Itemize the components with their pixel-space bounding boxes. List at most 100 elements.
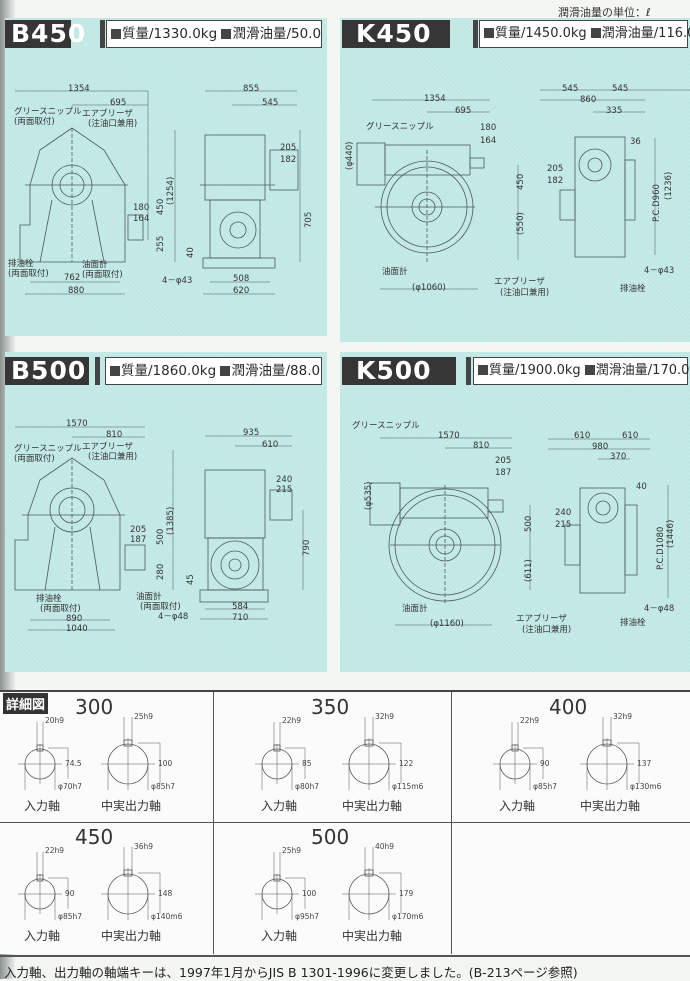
oil-b450: 潤滑油量/50.0: [232, 26, 322, 42]
model-title-b450: B450: [5, 20, 85, 48]
divider-bar: [95, 357, 100, 385]
mass-b450: 質量/1330.0kg: [122, 26, 218, 42]
bullet-square-icon: [590, 28, 601, 38]
dimension-label-b450: グリースニップル: [14, 107, 82, 117]
dimension-label-b500: 810: [106, 430, 123, 440]
dimension-label-k450: 335: [606, 106, 623, 116]
spec-box-b500: 質量/1860.0kg 潤滑油量/88.0: [105, 357, 322, 385]
oil-unit-note: 潤滑油量の単位：ℓ: [558, 6, 651, 19]
output-key-width: 40h9: [375, 842, 395, 851]
output-shaft-label: 中実出力軸: [342, 799, 403, 813]
input-shaft-diameter: φ80h7: [295, 782, 320, 791]
dimension-label-b500: 4－φ48: [158, 612, 189, 622]
dimension-label-k450: 545: [562, 84, 579, 94]
output-shaft-label: 中実出力軸: [101, 799, 162, 813]
panel-b500: [5, 352, 327, 672]
dimension-label-k500: 40: [636, 482, 647, 492]
dimension-label-b450: 1354: [68, 84, 90, 94]
dimension-label-k500: グリースニップル: [352, 421, 420, 431]
b500-side-view: [199, 435, 304, 620]
dimension-label-k450: グリースニップル: [366, 122, 434, 132]
output-shaft-label: 中実出力軸: [101, 929, 162, 943]
dimension-label-b450: 164: [133, 214, 150, 224]
dimension-label-k450: 36: [630, 137, 641, 147]
dimension-label-k450: (注油口兼用): [500, 288, 550, 298]
bullet-square-icon: [220, 366, 231, 376]
input-shaft-label: 入力軸: [261, 799, 298, 813]
input-shaft-label: 入力軸: [261, 929, 298, 943]
dimension-label-b450: (両面取付): [14, 117, 55, 127]
divider-bar: [466, 357, 471, 385]
detail-divider: [0, 822, 690, 823]
dimension-label-b500: 215: [276, 485, 293, 495]
dimension-label-k500: 810: [473, 441, 490, 451]
input-key-width: 22h9: [282, 716, 302, 725]
dimension-label-k450: 4－φ43: [644, 266, 675, 276]
output-shaft-label: 中実出力軸: [580, 799, 641, 813]
output-key-depth: 137: [637, 759, 652, 768]
detail-size-title: 350: [311, 695, 350, 719]
detail-tag: 詳細図: [3, 693, 49, 714]
output-shaft-diameter: φ85h7: [151, 782, 176, 791]
technical-drawings: [14, 89, 690, 631]
dimension-label-k500: 4－φ48: [644, 604, 675, 614]
dimension-label-b450: (両面取付): [82, 270, 123, 280]
dimension-label-b500: 710: [232, 613, 249, 623]
dimension-label-k450: 860: [580, 95, 597, 105]
dimension-label-b450: 695: [110, 98, 127, 108]
dimension-label-k500: 215: [555, 520, 572, 530]
dimension-label-k450: 164: [480, 136, 497, 146]
output-key-width: 25h9: [134, 712, 154, 721]
output-shaft-diameter: φ130m6: [630, 782, 662, 791]
input-shaft-diameter: φ70h7: [58, 782, 83, 791]
dimension-label-k450: 180: [480, 123, 497, 133]
b500-front-view: [14, 426, 174, 631]
panel-k450: [340, 18, 690, 342]
model-title-b500: B500: [5, 357, 89, 385]
input-key-depth: 85: [302, 759, 312, 768]
dimension-label-k500: 240: [555, 508, 572, 518]
detail-size-title: 450: [75, 825, 114, 849]
dimension-label-b450: 855: [243, 84, 260, 94]
dimension-label-b500: 890: [66, 614, 83, 624]
k500-front-view: [369, 437, 531, 626]
input-key-width: 22h9: [45, 846, 65, 855]
output-shaft-diameter: φ115m6: [392, 782, 424, 791]
input-key-width: 22h9: [520, 716, 540, 725]
input-shaft-label: 入力軸: [24, 929, 61, 943]
dimension-label-b450: 508: [233, 274, 250, 284]
bullet-square-icon: [478, 365, 488, 375]
footer-note: 入力軸、出力軸の軸端キーは、1997年1月からJIS B 1301-1996に変…: [4, 965, 578, 980]
dimension-label-k450: 油面計: [382, 267, 408, 277]
dimension-label-k500: エアブリーザ: [516, 614, 567, 624]
dimension-label-b500: 1570: [66, 419, 88, 429]
input-key-width: 25h9: [282, 846, 302, 855]
dimension-label-k500: 610: [574, 431, 591, 441]
output-shaft-diameter: φ140m6: [151, 912, 183, 921]
input-key-depth: 90: [540, 759, 550, 768]
dimension-label-b450: 880: [68, 286, 85, 296]
divider-bar: [473, 20, 478, 48]
dimension-label-b500: グリースニップル: [14, 444, 82, 454]
spec-box-k450: 質量/1450.0kg 潤滑油量/116.0: [479, 20, 690, 48]
output-key-width: 36h9: [134, 842, 154, 851]
k500-side-view: [548, 438, 669, 598]
b450-side-view: [200, 90, 299, 295]
model-title-k500: K500: [342, 357, 456, 385]
dimension-label-k500: (注油口兼用): [522, 625, 572, 635]
dimension-label-k500: 980: [592, 442, 609, 452]
dimension-label-b500: 1040: [66, 624, 88, 634]
dimension-label-k500: 1570: [438, 431, 460, 441]
input-shaft-diameter: φ85h7: [533, 782, 558, 791]
dimension-label-k500: 排油栓: [620, 618, 646, 628]
input-key-depth: 90: [65, 889, 75, 898]
dimension-label-b500: 610: [262, 440, 279, 450]
input-shaft-diameter: φ95h7: [295, 912, 320, 921]
dimension-label-b500: 935: [243, 428, 260, 438]
dimension-label-k500: 205: [495, 456, 512, 466]
input-key-depth: 74.5: [65, 759, 82, 768]
model-title-k450: K450: [342, 20, 450, 48]
dimension-label-k500: (φ1160): [430, 619, 464, 629]
spec-box-k500: 質量/1900.0kg 潤滑油量/170.0: [473, 357, 689, 385]
